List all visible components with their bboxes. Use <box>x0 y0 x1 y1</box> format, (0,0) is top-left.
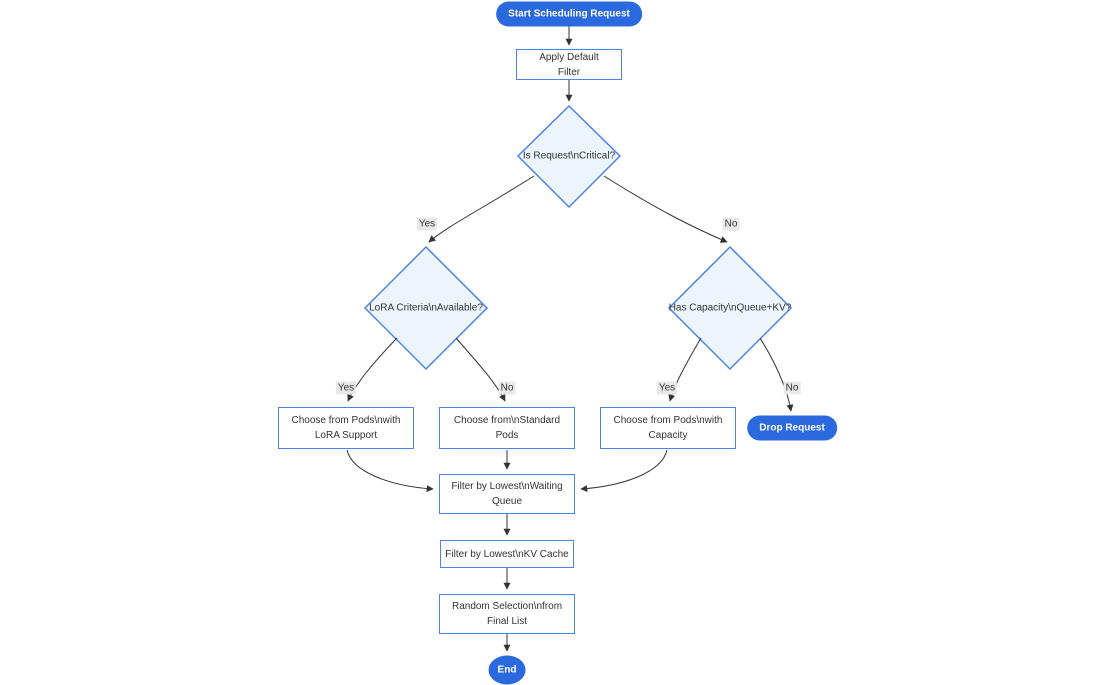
edge-label-critical-no: No <box>722 217 740 231</box>
edge-lora-yes <box>347 337 398 402</box>
node-filter-kv-cache: Filter by Lowest\nKV Cache <box>440 540 574 568</box>
node-drop-request: Drop Request <box>747 415 837 441</box>
node-random-selection: Random Selection\nfrom Final List <box>439 594 575 634</box>
node-filter-waiting-queue: Filter by Lowest\nWaiting Queue <box>439 474 575 514</box>
edge-label-capacity-no: No <box>783 381 801 395</box>
node-lora-criteria-label: LoRA Criteria\nAvailable? <box>369 302 483 314</box>
node-start: Start Scheduling Request <box>496 1 642 27</box>
edge-capacity-pods-to-filter-queue <box>580 449 668 493</box>
node-is-critical-label: Is Request\nCritical? <box>522 150 616 162</box>
edge-label-critical-yes: Yes <box>416 217 438 231</box>
node-has-capacity-label: Has Capacity\nQueue+KV? <box>668 302 792 314</box>
node-choose-capacity-pods: Choose from Pods\nwith Capacity <box>600 407 736 449</box>
edge-label-lora-yes: Yes <box>335 381 357 395</box>
edge-label-capacity-yes: Yes <box>656 381 678 395</box>
node-apply-default-filter: Apply Default Filter <box>516 49 622 80</box>
node-choose-lora-pods: Choose from Pods\nwith LoRA Support <box>278 407 414 449</box>
edge-label-lora-no: No <box>498 381 516 395</box>
edge-is-critical-yes <box>428 175 535 243</box>
edge-is-critical-no <box>603 175 728 243</box>
edge-capacity-yes <box>668 337 702 402</box>
decision-diamond-is-critical <box>516 104 622 209</box>
node-end: End <box>488 655 526 685</box>
edge-lora-no <box>455 337 506 402</box>
node-choose-standard-pods: Choose from\nStandard Pods <box>439 407 575 449</box>
edge-lora-pods-to-filter-queue <box>346 449 434 493</box>
edge-capacity-no <box>759 337 794 412</box>
